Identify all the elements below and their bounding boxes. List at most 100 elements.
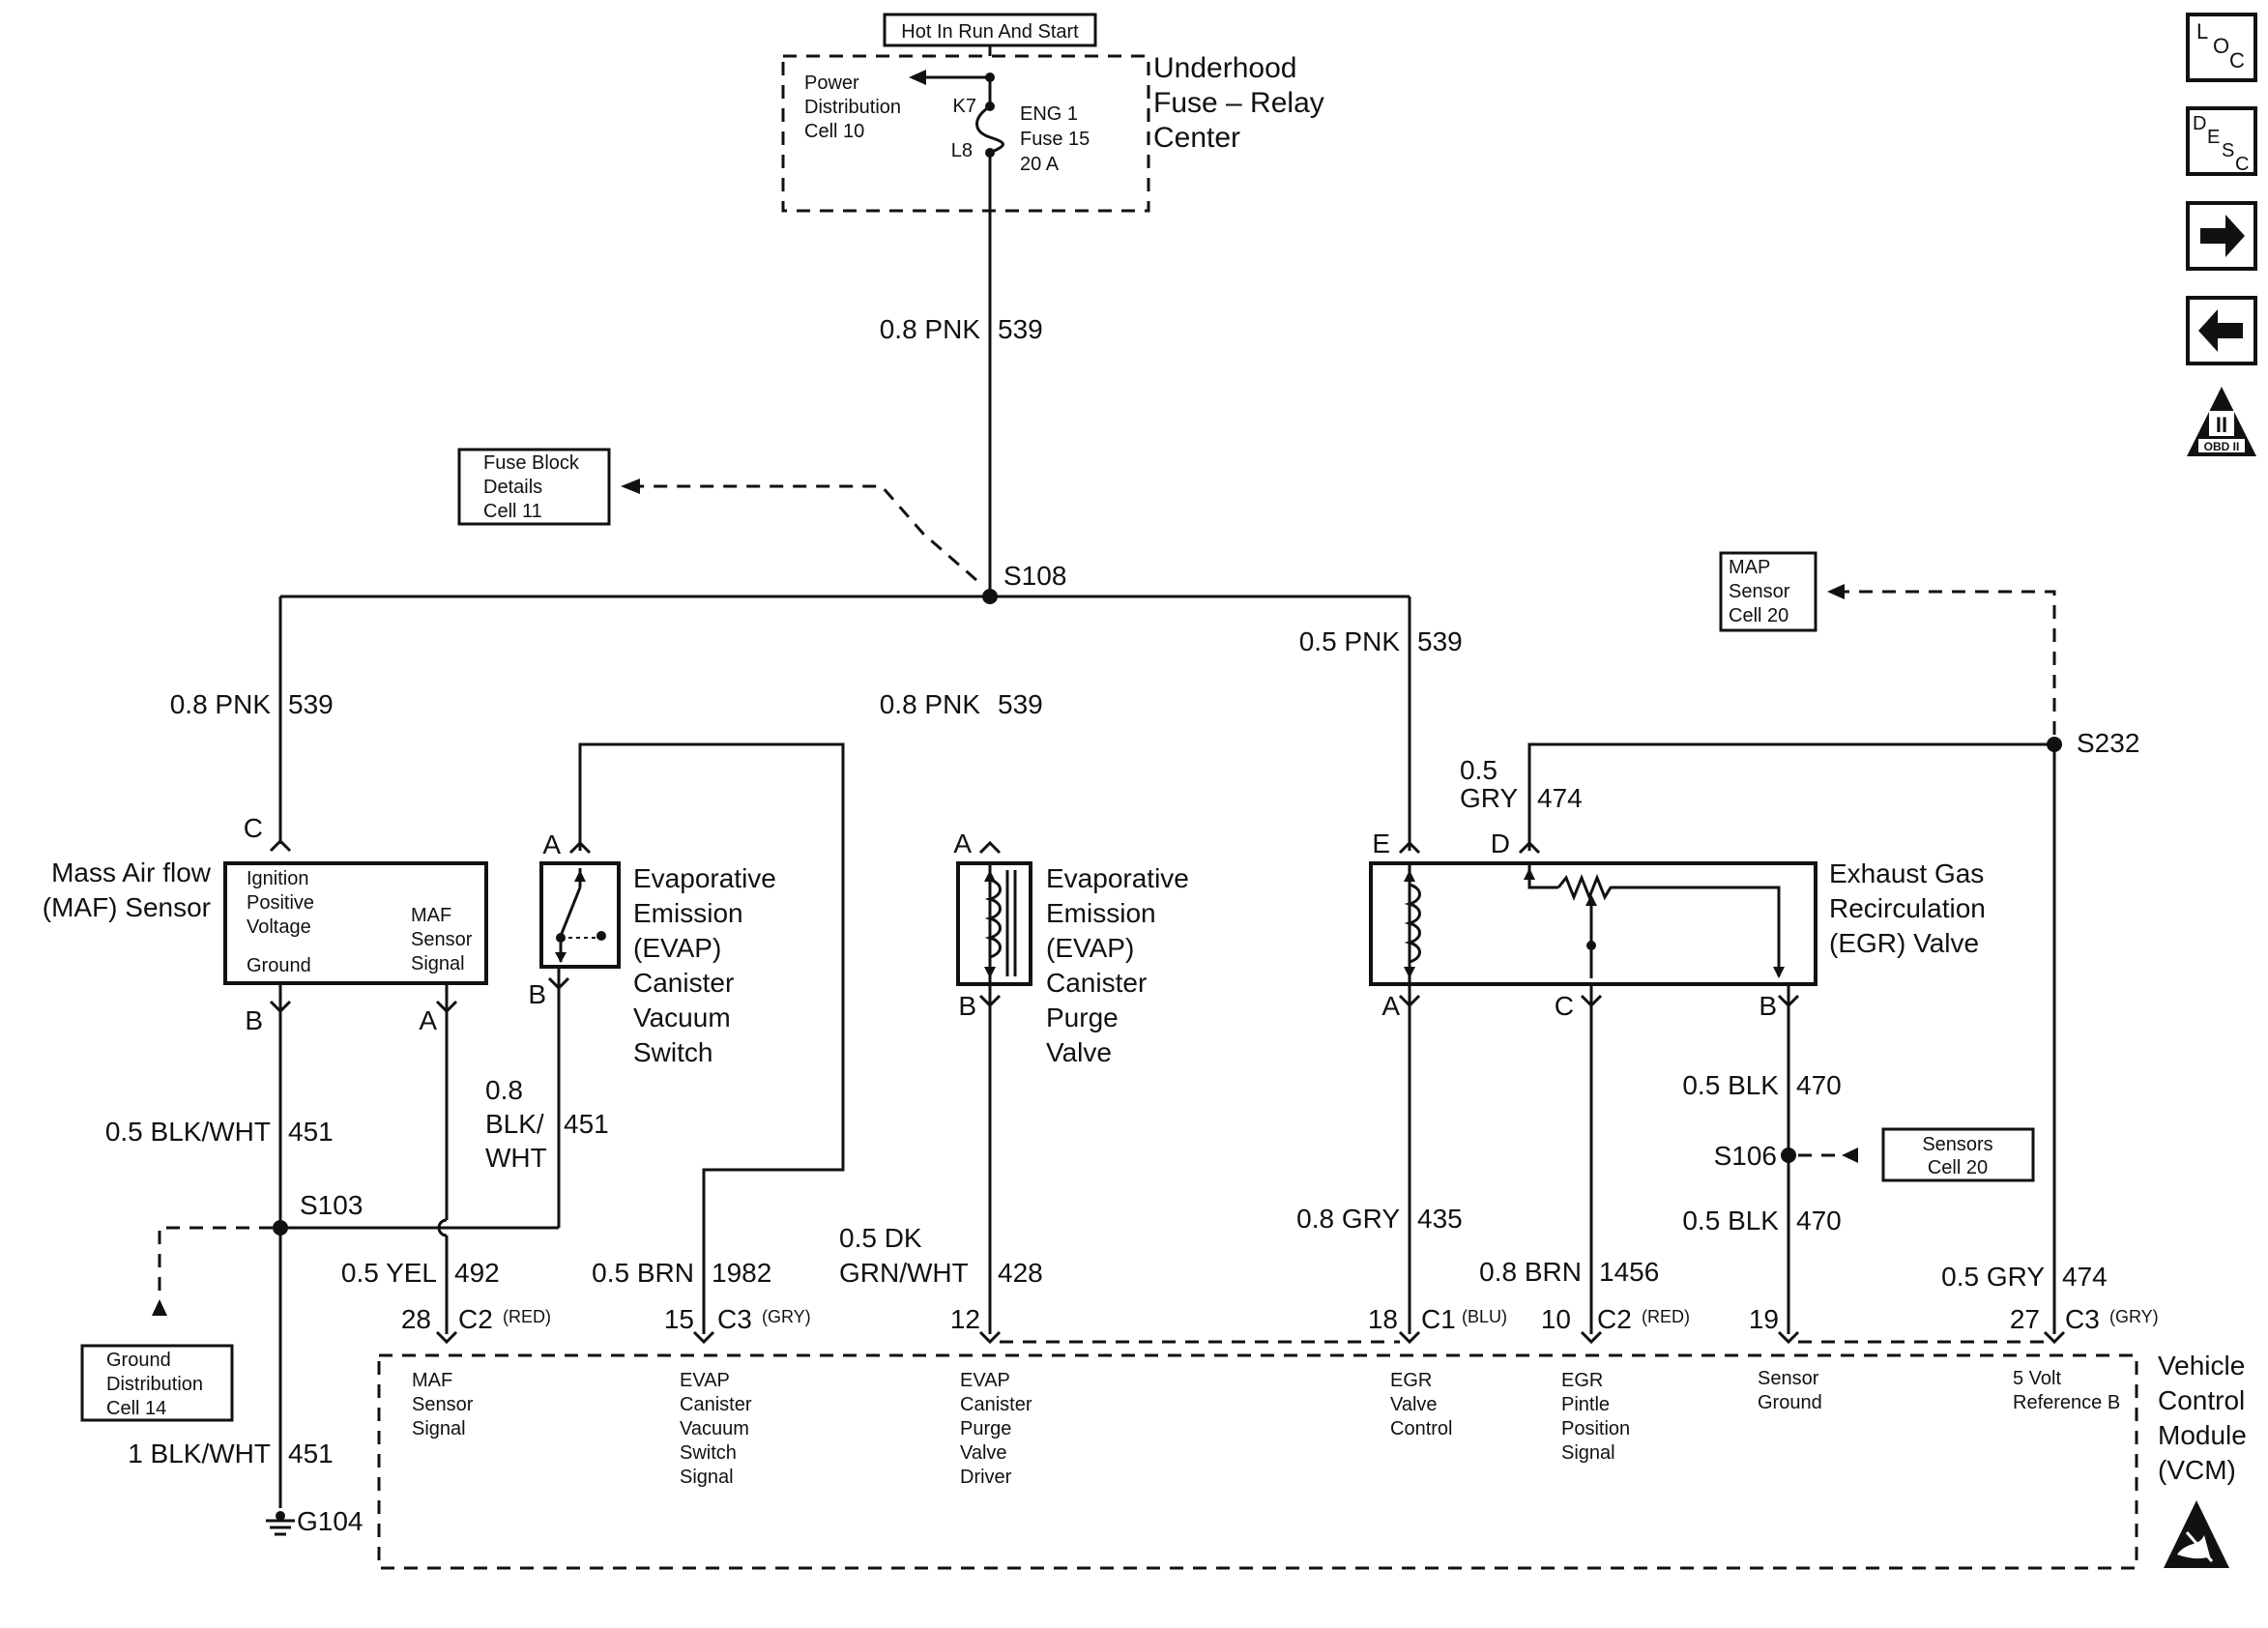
egr-d-size-2: GRY: [1460, 783, 1518, 813]
vcm-egrc-3: Control: [1390, 1418, 1452, 1439]
vcm-label-egr-control: EGR Valve Control: [1390, 1370, 1452, 1439]
hot-in-run-label: Hot In Run And Start: [901, 21, 1079, 43]
fuse-center-title-1: Underhood: [1153, 52, 1296, 84]
evap-sw-title-3: (EVAP): [633, 933, 721, 963]
egr-gnd1-size: 0.5 BLK: [1682, 1070, 1779, 1100]
fuse-center-title-2: Fuse – Relay: [1153, 87, 1324, 119]
maf-title-1: Mass Air flow: [51, 858, 212, 887]
vcm-maf-2: Sensor: [412, 1394, 474, 1415]
vcm-title-2: Control: [2158, 1385, 2245, 1415]
conn-pin-19: 19: [1749, 1304, 1779, 1334]
vcm-title-4: (VCM): [2158, 1455, 2236, 1485]
power-dist-line-3: Cell 10: [804, 121, 864, 142]
maf-feed-size: 0.8 PNK: [170, 689, 272, 719]
prev-page-button[interactable]: [2186, 296, 2257, 365]
egr-pin-e-terminal: [1398, 840, 1421, 855]
egr-feed-circuit: 539: [1417, 626, 1463, 656]
evap-feed-circuit: 539: [998, 689, 1043, 719]
conn-color-gry-b: (GRY): [2109, 1307, 2159, 1326]
egr-gnd2-circuit: 470: [1796, 1206, 1842, 1236]
conn-27-terminal: [2043, 1330, 2066, 1345]
fuse-center-title-3: Center: [1153, 122, 1240, 154]
ground-ref-line: [158, 1226, 273, 1300]
loc-o: O: [2213, 34, 2229, 58]
maf-title-2: (MAF) Sensor: [43, 892, 211, 922]
eng1-fuse-label: ENG 1 Fuse 15 20 A: [1020, 103, 1090, 175]
maf-feed-circuit: 539: [288, 689, 334, 719]
vcm-label-sensor-ground: Sensor Ground: [1758, 1368, 1822, 1413]
power-distribution-ref: Power Distribution Cell 10: [804, 73, 901, 142]
connector-row: 28 C2 (RED) 15 C3 (GRY) 12 18 C1 (BLU) 1…: [401, 1304, 2159, 1345]
s106-label: S106: [1714, 1141, 1777, 1171]
map-ref-arrow-icon: [1827, 584, 1845, 599]
vcm-evp-3: Purge: [960, 1418, 1011, 1439]
vcm-egrc-1: EGR: [1390, 1370, 1432, 1391]
desc-c: C: [2235, 154, 2249, 175]
purge-wire-2: GRN/WHT: [839, 1258, 969, 1288]
fuse-center-box: [781, 54, 1150, 213]
conn-c3-b: C3: [2065, 1304, 2100, 1334]
evap-sw-sig-circuit: 1982: [712, 1258, 771, 1288]
conn-color-red-b: (RED): [1642, 1307, 1690, 1326]
vcm-maf-3: Signal: [412, 1418, 466, 1439]
ground-wire-size: 1 BLK/WHT: [128, 1439, 271, 1468]
k7-label: K7: [953, 96, 976, 117]
next-page-button[interactable]: [2186, 201, 2257, 271]
ground-ref-line-2: Distribution: [106, 1374, 203, 1395]
conn-18-terminal: [1398, 1330, 1421, 1345]
s232-splice: [2047, 737, 2062, 752]
egr-ctl-size: 0.8 GRY: [1296, 1204, 1400, 1234]
evap-sw-gnd-2: BLK/: [485, 1109, 544, 1139]
loc-button[interactable]: L O C: [2186, 13, 2257, 82]
vcm-evsw-3: Vacuum: [680, 1418, 749, 1439]
maf-pin-a: A: [419, 1005, 437, 1035]
maf-inner-ground: Ground: [247, 955, 311, 976]
egr-valve-box: [1369, 861, 1817, 986]
egr-gnd2-size: 0.5 BLK: [1682, 1206, 1779, 1236]
top-wire-circuit: 539: [998, 314, 1043, 344]
conn-19-terminal: [1777, 1330, 1800, 1345]
maf-gnd-circuit: 451: [288, 1117, 334, 1147]
egr-gnd1-circuit: 470: [1796, 1070, 1842, 1100]
map-ref-line-1: MAP: [1729, 557, 1770, 578]
egr-title-3: (EGR) Valve: [1829, 928, 1979, 958]
fuse-block-ref-box: [457, 448, 611, 526]
egr-pin-b: B: [1759, 991, 1777, 1021]
l8-label: L8: [951, 140, 973, 161]
desc-button[interactable]: D E S C: [2186, 106, 2257, 176]
vcm-egrp-4: Signal: [1561, 1442, 1615, 1464]
arrow-left-icon: [2198, 309, 2243, 352]
egr-pos-circuit: 1456: [1599, 1257, 1659, 1287]
evap-purge-title-4: Canister: [1046, 968, 1147, 998]
fuse-line-3: 20 A: [1020, 154, 1060, 175]
vcm-egrp-1: EGR: [1561, 1370, 1603, 1391]
maf-sig-circuit: 492: [454, 1258, 500, 1288]
egr-pos-size: 0.8 BRN: [1479, 1257, 1582, 1287]
vcm-sg-1: Sensor: [1758, 1368, 1819, 1389]
egr-pin-c: C: [1555, 991, 1574, 1021]
ground-ref-box: [80, 1344, 234, 1422]
conn-15-terminal: [692, 1330, 715, 1345]
evap-switch-title: Evaporative Emission (EVAP) Canister Vac…: [633, 863, 776, 1067]
obd-ii-icon[interactable]: II OBD II: [2187, 387, 2256, 456]
ground-ref-line-1: Ground: [106, 1350, 171, 1371]
map-ref-line-3: Cell 20: [1729, 605, 1788, 626]
conn-c3-a: C3: [717, 1304, 752, 1334]
vcm-label-5v-ref: 5 Volt Reference B: [2013, 1368, 2120, 1413]
ground-wire-circuit: 451: [288, 1439, 334, 1468]
fuse-center-title: Underhood Fuse – Relay Center: [1153, 52, 1324, 154]
loc-l: L: [2196, 19, 2208, 44]
fuse-line-2: Fuse 15: [1020, 129, 1090, 150]
evap-purge-pin-b: B: [958, 991, 976, 1021]
maf-inner-pos: Positive: [247, 892, 314, 914]
ground-ref-arrow-icon: [152, 1299, 167, 1316]
egr-ref-wire: [1527, 742, 2054, 851]
conn-pin-27: 27: [2010, 1304, 2040, 1334]
purge-wire-1: 0.5 DK: [839, 1223, 922, 1253]
evap-purge-title-2: Emission: [1046, 898, 1156, 928]
conn-color-red-a: (RED): [503, 1307, 551, 1326]
conn-c2-b: C2: [1597, 1304, 1632, 1334]
conn-pin-28: 28: [401, 1304, 431, 1334]
evap-purge-title-1: Evaporative: [1046, 863, 1189, 893]
